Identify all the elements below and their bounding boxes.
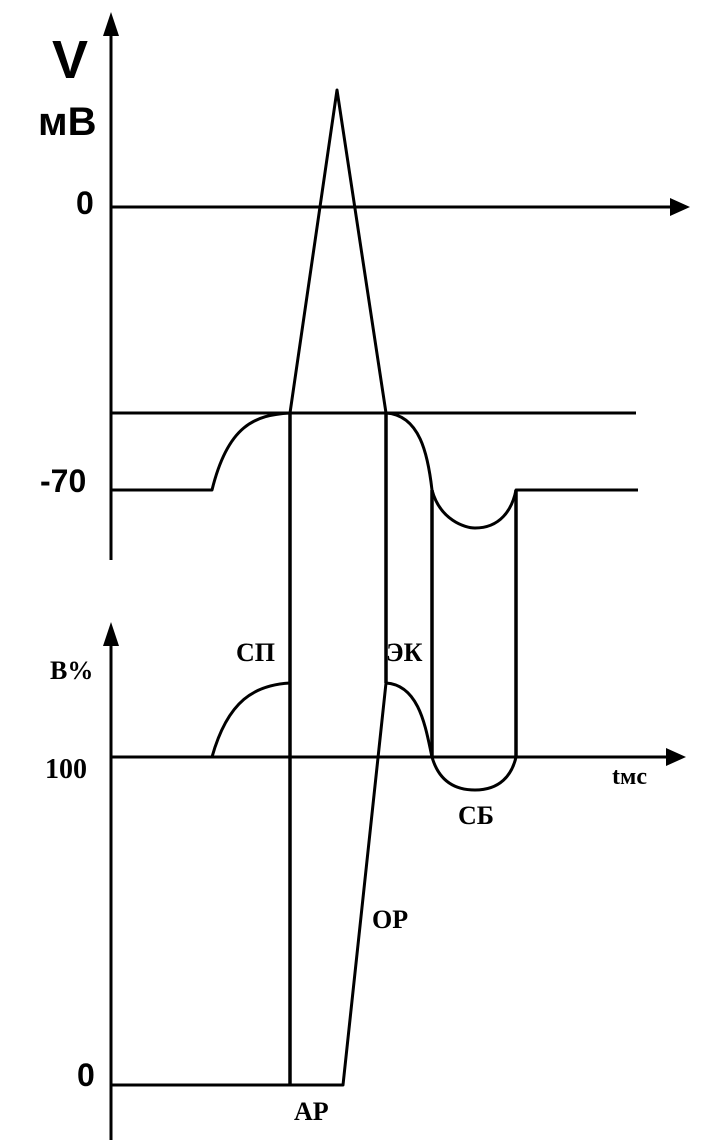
phase-label-sp: СП	[236, 638, 275, 667]
potential-y-axis-arrow	[103, 12, 119, 36]
action-potential-curve	[111, 88, 638, 530]
excitability-y-label: В%	[50, 656, 93, 685]
potential-tick-rest: -70	[40, 463, 86, 499]
excitability-x-label: tмс	[612, 764, 647, 790]
excitability-curve	[111, 681, 518, 1087]
excitability-tick-100: 100	[45, 754, 87, 785]
phase-label-ek: ЭК	[386, 638, 423, 667]
excitability-baseline-arrow	[666, 748, 686, 766]
potential-y-symbol: V	[52, 30, 88, 90]
phase-label-ar: АР	[294, 1097, 329, 1126]
phase-boundaries	[288, 413, 518, 1085]
potential-zero-line-arrow	[670, 198, 690, 216]
potential-y-unit: мВ	[38, 100, 96, 144]
excitability-y-axis-arrow	[103, 622, 119, 646]
excitability-chart	[103, 622, 686, 1140]
phase-label-or: ОР	[372, 905, 408, 934]
phase-label-sb: СБ	[458, 801, 494, 830]
potential-chart	[103, 12, 690, 560]
excitability-tick-zero: 0	[77, 1057, 95, 1093]
potential-tick-zero: 0	[76, 185, 94, 221]
